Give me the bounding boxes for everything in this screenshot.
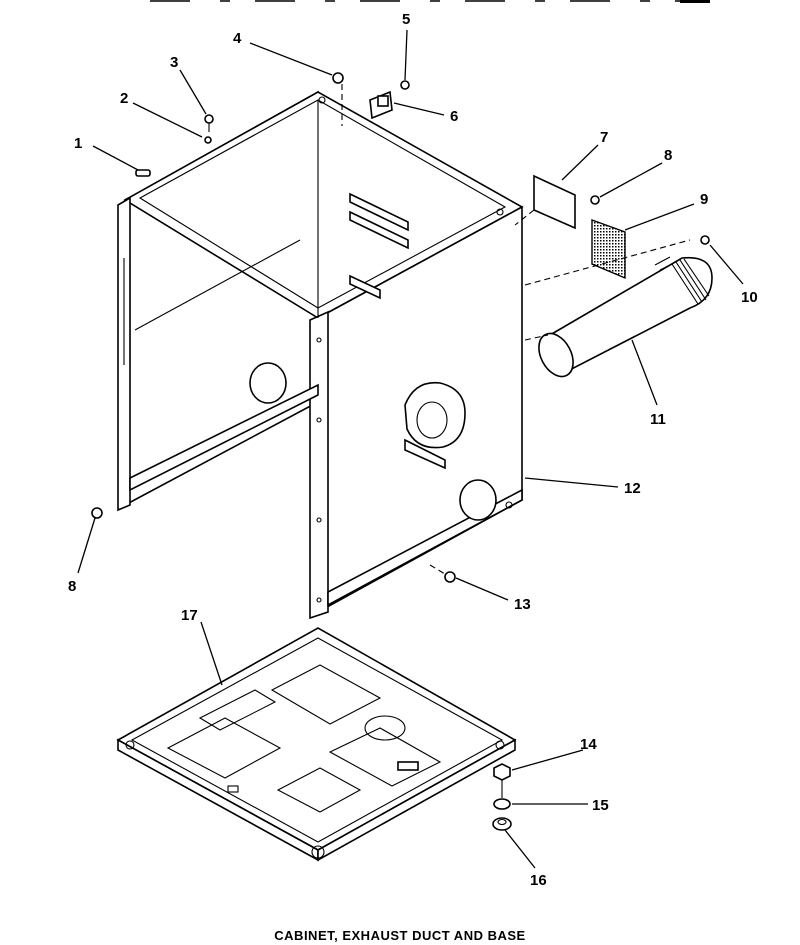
callout-11: 11: [650, 411, 666, 428]
callout-17: 17: [181, 607, 198, 624]
top-cap-drawing: [135, 169, 151, 177]
cabinet-shell-drawing: [117, 90, 524, 620]
screw-duct-drawing: [700, 235, 710, 245]
diagram-caption: CABINET, EXHAUST DUCT AND BASE: [274, 928, 526, 943]
access-cover-drawing: [514, 174, 576, 230]
callout-16: 16: [530, 872, 547, 889]
leader-lines: [77, 29, 744, 869]
callout-8-left: 8: [68, 578, 76, 595]
callout-14: 14: [580, 736, 597, 753]
callout-12: 12: [624, 480, 641, 497]
cabinet-base-drawing: [116, 627, 517, 862]
callout-3: 3: [170, 54, 178, 71]
lint-screen-drawing: [524, 219, 691, 286]
callout-13: 13: [514, 596, 531, 613]
exhaust-duct-drawing: [524, 256, 713, 378]
cropped-header-strip: [150, 0, 710, 3]
callout-7: 7: [600, 129, 608, 146]
callout-6: 6: [450, 108, 458, 125]
screw-rear-drawing: [429, 564, 456, 583]
screw-cover-drawing: [590, 195, 600, 205]
bracket-drawing: [369, 80, 410, 120]
callout-9: 9: [700, 191, 708, 208]
nut-top-drawing: [332, 72, 344, 126]
callout-4: 4: [233, 30, 242, 47]
callout-8: 8: [664, 147, 672, 164]
callout-1: 1: [74, 135, 82, 152]
leg-assembly-drawing: [492, 763, 512, 831]
screw-left-drawing: [91, 507, 103, 519]
callout-5: 5: [402, 11, 410, 28]
callout-2: 2: [120, 90, 128, 107]
screw-washer-drawing: [204, 114, 214, 144]
callout-15: 15: [592, 797, 609, 814]
callout-10: 10: [741, 289, 758, 306]
